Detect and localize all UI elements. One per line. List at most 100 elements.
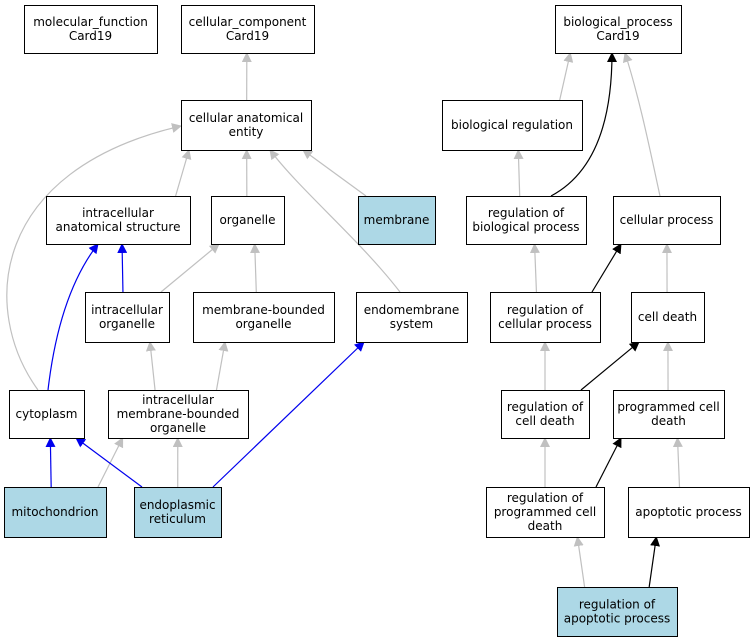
edge-biological-regulation-to-biological-process <box>559 52 574 101</box>
node-label-line: programmed cell <box>617 400 719 414</box>
node-cell-death[interactable]: cell death <box>631 292 705 343</box>
node-box <box>181 5 315 54</box>
node-label-line: system <box>390 317 433 331</box>
node-box <box>613 390 725 439</box>
edge-mitochondrion-to-cytoplasm <box>45 437 56 488</box>
node-label-line: cell death <box>515 414 574 428</box>
node-box <box>358 196 436 245</box>
edge-endoplasmic-reticulum-to-cytoplasm <box>75 437 143 488</box>
node-label-line: entity <box>229 125 264 139</box>
edge-regulation-of-apoptotic-process-to-apoptotic-process <box>648 536 661 588</box>
node-label-line: cellular_component <box>189 15 307 29</box>
node-label-line: regulation of <box>507 491 584 505</box>
edge-intracellular-organelle-to-organelle <box>160 243 220 293</box>
edge-mitochondrion-to-intracellular-membrane-bounded-organelle <box>97 437 124 488</box>
node-label-line: anatomical structure <box>56 220 181 234</box>
node-label-line: intracellular <box>91 303 163 317</box>
edge-intracellular-anatomical-structure-to-cellular-anatomical-entity <box>175 149 192 197</box>
node-cytoplasm[interactable]: cytoplasm <box>9 390 85 439</box>
node-label-line: cytoplasm <box>16 407 78 421</box>
node-box <box>613 196 721 245</box>
node-label-line: cellular process <box>620 213 714 227</box>
node-box <box>24 5 158 54</box>
edge-intracellular-membrane-bounded-organelle-to-membrane-bounded-organelle <box>215 341 229 391</box>
node-label-line: reticulum <box>149 512 206 526</box>
node-membrane[interactable]: membrane <box>358 196 436 245</box>
node-label-line: biological process <box>472 220 579 234</box>
edge-endomembrane-system-to-cellular-anatomical-entity <box>269 149 401 293</box>
node-box <box>46 196 191 245</box>
node-box <box>193 292 335 343</box>
node-box <box>557 587 678 637</box>
node-apoptotic-process[interactable]: apoptotic process <box>628 487 750 538</box>
edge-apoptotic-process-to-programmed-cell-death <box>672 437 683 488</box>
node-box <box>4 487 107 538</box>
node-label-line: membrane-bounded <box>117 407 240 421</box>
node-label-line: regulation of <box>579 598 656 612</box>
node-box <box>442 100 583 151</box>
node-box <box>466 196 587 245</box>
edge-endoplasmic-reticulum-to-endomembrane-system <box>212 341 365 488</box>
node-label-line: intracellular <box>82 206 154 220</box>
node-box <box>628 487 750 538</box>
node-label-line: cellular process <box>498 317 592 331</box>
edge-cellular-process-to-biological-process <box>622 52 661 197</box>
node-label-line: organelle <box>99 317 155 331</box>
node-label-line: regulation of <box>488 206 565 220</box>
node-biological-regulation[interactable]: biological regulation <box>442 100 583 151</box>
node-label-line: cellular anatomical <box>189 111 303 125</box>
node-box <box>631 292 705 343</box>
node-mitochondrion[interactable]: mitochondrion <box>4 487 107 538</box>
edge-membrane-bounded-organelle-to-organelle <box>250 243 260 293</box>
edge-membrane-to-cellular-anatomical-entity <box>302 149 367 197</box>
edge-regulation-of-biological-process-to-biological-process <box>550 52 617 197</box>
node-label-line: endoplasmic <box>139 498 215 512</box>
node-label-line: biological_process <box>563 15 672 29</box>
node-box <box>9 390 85 439</box>
node-label-line: Card19 <box>69 29 112 43</box>
node-box <box>486 487 605 538</box>
node-cellular-process[interactable]: cellular process <box>613 196 721 245</box>
node-label-line: endomembrane <box>364 303 460 317</box>
edge-intracellular-organelle-to-intracellular-anatomical-structure <box>117 243 128 293</box>
node-label-line: cell death <box>638 310 697 324</box>
edge-cytoplasm-to-cellular-anatomical-entity <box>6 123 182 391</box>
node-box <box>134 487 222 538</box>
node-label-line: programmed cell <box>494 505 596 519</box>
node-label-line: regulation of <box>507 400 584 414</box>
edge-cytoplasm-to-intracellular-anatomical-structure <box>47 243 99 391</box>
node-label-line: regulation of <box>507 303 584 317</box>
edge-regulation-of-programmed-cell-death-to-programmed-cell-death <box>595 437 622 488</box>
node-box <box>108 390 249 439</box>
edge-regulation-of-biological-process-to-biological-regulation <box>513 149 524 197</box>
node-label-line: Card19 <box>596 29 639 43</box>
node-box <box>356 292 468 343</box>
node-label-line: membrane-bounded <box>202 303 325 317</box>
node-box <box>181 100 312 151</box>
edge-regulation-of-apoptotic-process-to-regulation-of-programmed-cell-death <box>573 536 586 588</box>
node-label-line: death <box>651 414 686 428</box>
node-box <box>85 292 170 343</box>
node-label-line: apoptotic process <box>635 505 742 519</box>
node-label-line: organelle <box>219 213 275 227</box>
node-organelle[interactable]: organelle <box>211 196 285 245</box>
node-box <box>501 390 590 439</box>
